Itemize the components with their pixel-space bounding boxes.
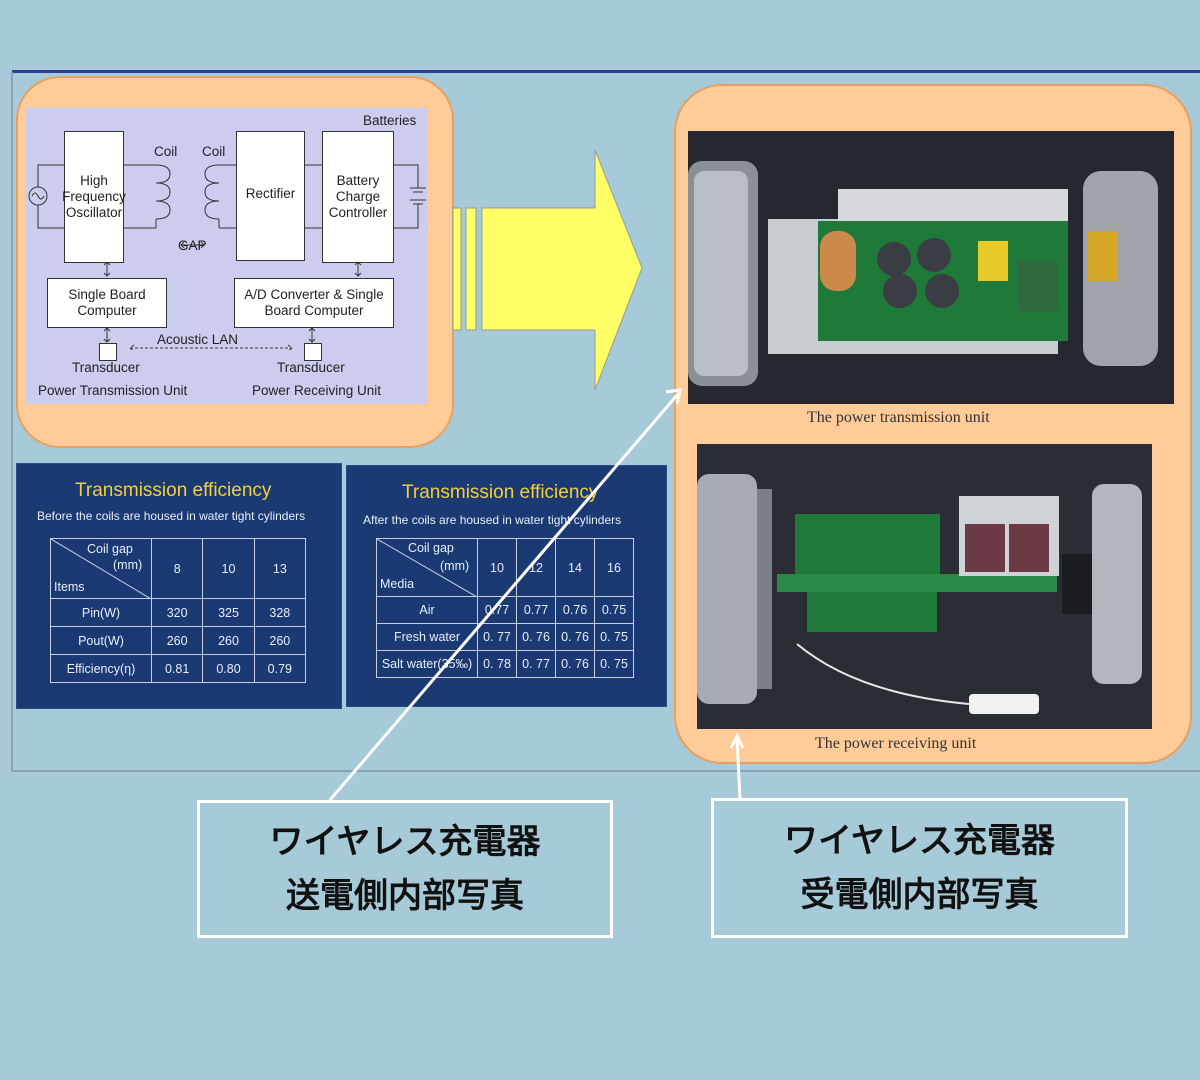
table-row: Efficiency(η) 0.81 0.80 0.79 xyxy=(50,654,307,683)
table-cell: 0. 76 xyxy=(516,623,556,651)
table-cell: 0.76 xyxy=(555,596,595,624)
transmission-unit-label: Power Transmission Unit xyxy=(38,383,188,398)
row-label: Fresh water xyxy=(376,623,478,651)
table-cell: 325 xyxy=(202,598,255,627)
row-label: Air xyxy=(376,596,478,624)
efficiency-before-title: Transmission efficiency xyxy=(75,480,272,501)
transmission-unit-photo xyxy=(688,131,1174,404)
table-cell: 260 xyxy=(253,626,307,655)
gap-label: GAP xyxy=(178,238,207,253)
table-cell: 0. 77 xyxy=(477,623,517,651)
row-label: Efficiency(η) xyxy=(50,654,152,683)
diagram-wires xyxy=(28,164,426,352)
column-header: 16 xyxy=(594,538,634,597)
table-cell: 0. 77 xyxy=(516,650,556,678)
table-cell: 0. 76 xyxy=(555,650,595,678)
column-header: 10 xyxy=(202,538,255,599)
header-unit: (mm) xyxy=(440,559,470,573)
table-row: Salt water(35‰) 0. 78 0. 77 0. 76 0. 75 xyxy=(376,650,634,678)
table-cell: 0.80 xyxy=(202,654,255,683)
table-cell: 0.77 xyxy=(477,596,517,624)
table-cell: 0. 75 xyxy=(594,623,634,651)
efficiency-after-subtitle: After the coils are housed in water tigh… xyxy=(363,513,622,527)
oscillator-block: High Frequency Oscillator xyxy=(62,131,126,263)
table-cell: 0.77 xyxy=(516,596,556,624)
efficiency-before-panel: Transmission efficiency Before the coils… xyxy=(16,463,342,709)
slide-left-border xyxy=(11,72,13,772)
row-label: Pin(W) xyxy=(50,598,152,627)
table-header-corner: Coil gap (mm) Items xyxy=(50,538,152,599)
receiving-photo-caption: The power receiving unit xyxy=(815,735,977,752)
transducer-right-icon xyxy=(304,343,322,361)
row-label: Salt water(35‰) xyxy=(376,650,478,678)
column-header: 10 xyxy=(477,538,517,597)
block-diagram: High Frequency Oscillator Rectifier Batt… xyxy=(26,108,428,404)
receiving-unit-photo xyxy=(697,444,1152,729)
table-cell: 0. 78 xyxy=(477,650,517,678)
header-row-label: Media xyxy=(380,577,415,591)
big-right-arrow-icon xyxy=(452,149,643,391)
header-coil-gap: Coil gap xyxy=(408,541,454,555)
table-row: Pout(W) 260 260 260 xyxy=(50,626,307,655)
callout-transmission: ワイヤレス充電器 送電側内部写真 xyxy=(197,800,613,938)
table-cell: 328 xyxy=(253,598,307,627)
table-cell: 260 xyxy=(202,626,255,655)
header-unit: (mm) xyxy=(113,558,143,572)
transducer-right-label: Transducer xyxy=(277,360,345,375)
table-cell: 0.79 xyxy=(253,654,307,683)
rectifier-block: Rectifier xyxy=(236,131,305,261)
efficiency-after-panel: Transmission efficiency After the coils … xyxy=(346,465,667,707)
table-cell: 0.81 xyxy=(150,654,204,683)
transducer-left-label: Transducer xyxy=(72,360,140,375)
efficiency-before-subtitle: Before the coils are housed in water tig… xyxy=(37,509,306,523)
receiving-unit-label: Power Receiving Unit xyxy=(252,383,382,398)
column-header: 14 xyxy=(555,538,595,597)
callout-receiving-line2: 受電側内部写真 xyxy=(800,875,1039,915)
column-header: 8 xyxy=(150,538,204,599)
efficiency-after-title: Transmission efficiency xyxy=(402,482,599,503)
battery-charge-controller-block: Battery Charge Controller xyxy=(322,131,394,263)
callout-receiving: ワイヤレス充電器 受電側内部写真 xyxy=(711,798,1128,938)
coil-left-label: Coil xyxy=(154,144,178,159)
row-label: Pout(W) xyxy=(50,626,152,655)
table-cell: 320 xyxy=(150,598,204,627)
batteries-label: Batteries xyxy=(363,113,417,128)
diagonal-divider xyxy=(51,539,151,599)
table-row: Fresh water 0. 77 0. 76 0. 76 0. 75 xyxy=(376,623,634,651)
column-header: 13 xyxy=(253,538,307,599)
slide-top-rule xyxy=(12,70,1200,73)
coil-right-label: Coil xyxy=(202,144,226,159)
table-cell: 260 xyxy=(150,626,204,655)
table-cell: 0.75 xyxy=(594,596,634,624)
acoustic-lan-label: Acoustic LAN xyxy=(157,332,239,347)
ad-converter-block: A/D Converter & Single Board Computer xyxy=(234,278,394,328)
table-cell: 0. 76 xyxy=(555,623,595,651)
table-header-corner: Coil gap (mm) Media xyxy=(376,538,478,597)
table-cell: 0. 75 xyxy=(594,650,634,678)
table-row: Pin(W) 320 325 328 xyxy=(50,598,307,627)
callout-receiving-line1: ワイヤレス充電器 xyxy=(784,821,1055,861)
transducer-left-icon xyxy=(99,343,117,361)
callout-transmission-line2: 送電側内部写真 xyxy=(286,876,524,916)
single-board-computer-block: Single Board Computer xyxy=(47,278,167,328)
transmission-photo-caption: The power transmission unit xyxy=(807,409,990,426)
efficiency-before-table: Coil gap (mm) Items 8 10 13 Pin(W) 320 3… xyxy=(50,538,307,683)
efficiency-after-table: Coil gap (mm) Media 10 12 14 16 Air 0.77… xyxy=(376,538,634,678)
table-row: Air 0.77 0.77 0.76 0.75 xyxy=(376,596,634,624)
callout-transmission-line1: ワイヤレス充電器 xyxy=(269,822,541,862)
slide-bottom-border xyxy=(11,770,1200,772)
header-coil-gap: Coil gap xyxy=(87,542,133,556)
column-header: 12 xyxy=(516,538,556,597)
header-row-label: Items xyxy=(54,580,85,594)
